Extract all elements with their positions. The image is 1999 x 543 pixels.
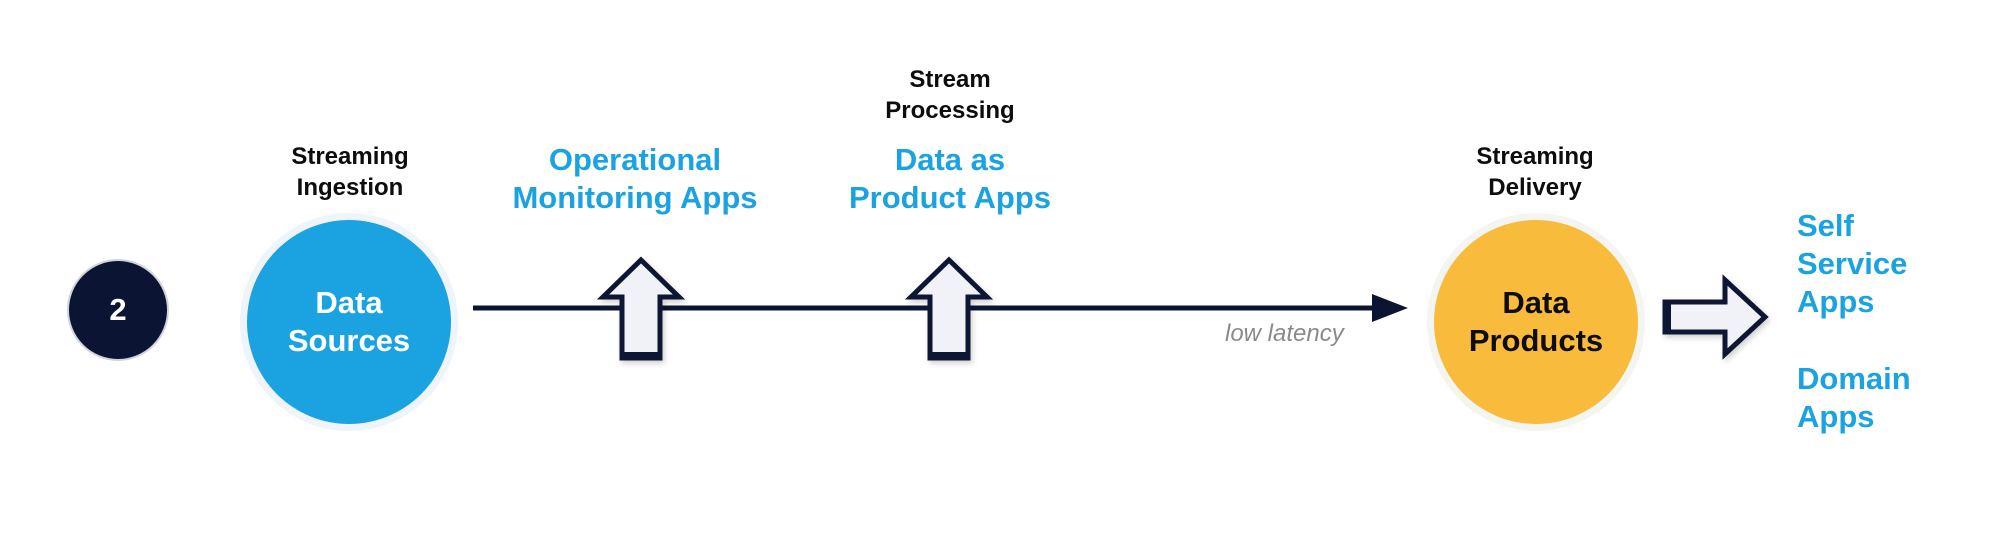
operational-monitoring-apps-label: Operational Monitoring Apps — [512, 142, 758, 215]
up-arrow-icon-data-product — [904, 256, 994, 361]
data-products-text: Data Products — [1468, 285, 1604, 358]
data-products-node: Data Products — [1427, 213, 1645, 431]
self-service-apps-label: Self Service Apps — [1797, 208, 1908, 319]
step-number: 2 — [109, 292, 127, 327]
data-products-circle: Data Products — [1434, 220, 1638, 424]
domain-apps-label: Domain Apps — [1797, 361, 1911, 434]
streaming-ingestion-label: Streaming Ingestion — [291, 143, 409, 201]
data-sources-text: Data Sources — [287, 285, 411, 358]
step-number-badge: 2 — [67, 259, 169, 361]
data-sources-node: Data Sources — [240, 213, 458, 431]
up-arrow-icon-operational — [596, 256, 686, 361]
data-as-product-apps-label: Data as Product Apps — [848, 142, 1052, 215]
stream-processing-label: Stream Processing — [885, 66, 1015, 124]
low-latency-annotation: low latency — [1225, 320, 1344, 347]
right-arrow-icon-delivery — [1662, 274, 1769, 360]
streaming-delivery-label: Streaming Delivery — [1476, 143, 1594, 201]
data-sources-circle: Data Sources — [247, 220, 451, 424]
